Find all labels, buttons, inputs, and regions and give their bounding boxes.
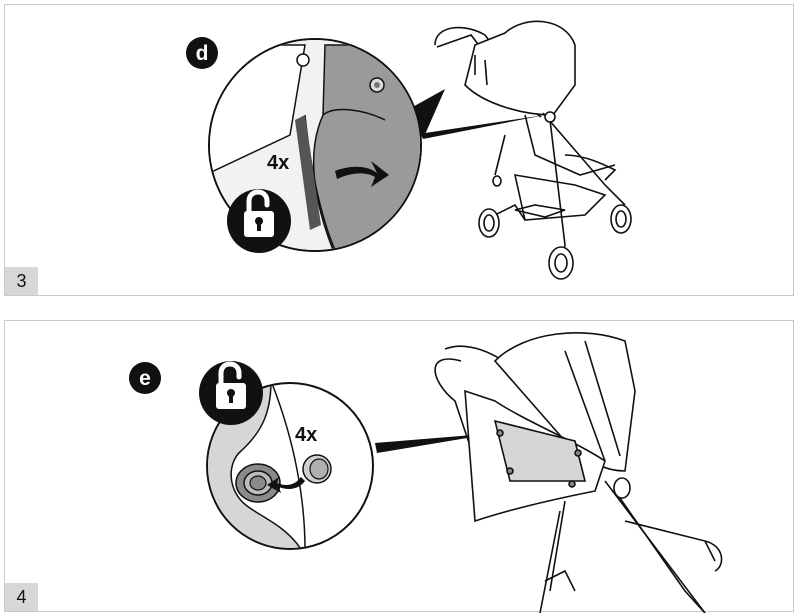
step-badge-letter: e bbox=[139, 367, 151, 390]
quantity-label: 4x bbox=[295, 424, 317, 446]
step-4-panel: 4x e bbox=[4, 320, 794, 612]
stroller-drawing bbox=[435, 333, 721, 613]
stroller-drawing bbox=[435, 21, 631, 279]
step-3-panel: 4x d bbox=[4, 4, 794, 296]
step-number: 4 bbox=[5, 583, 38, 611]
quantity-label: 4x bbox=[267, 152, 289, 174]
step-3-illustration: 4x d bbox=[5, 5, 795, 297]
step-4-illustration: 4x e bbox=[5, 321, 795, 613]
unlock-icon bbox=[199, 361, 263, 425]
unlock-icon bbox=[227, 189, 291, 253]
step-number: 3 bbox=[5, 267, 38, 295]
step-badge-letter: d bbox=[196, 42, 209, 65]
